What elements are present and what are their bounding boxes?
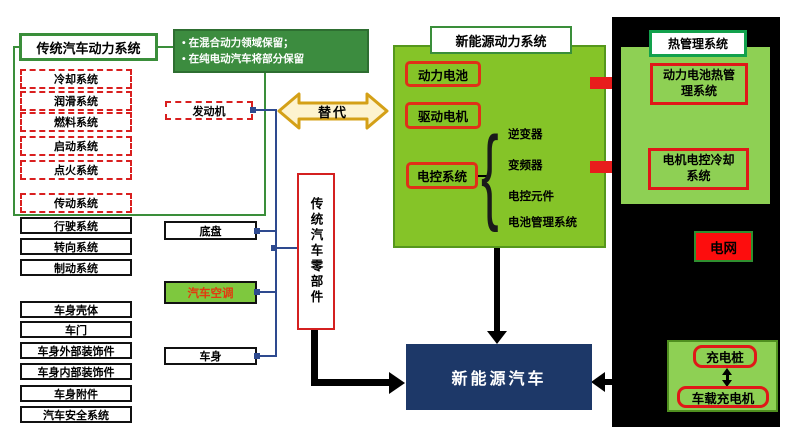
auto-ac-box: 汽车空调 bbox=[164, 281, 257, 304]
car-body-box: 车身 bbox=[164, 347, 257, 365]
connector-node bbox=[254, 289, 260, 295]
chassis-box: 底盘 bbox=[164, 221, 257, 240]
body-door: 车门 bbox=[20, 321, 132, 338]
charging-arrow-bar bbox=[604, 379, 616, 385]
power-battery-box: 动力电池 bbox=[405, 61, 481, 87]
control-brace-link-line bbox=[478, 175, 487, 177]
body-shell: 车身壳体 bbox=[20, 301, 132, 318]
system-transmission: 传动系统 bbox=[20, 193, 132, 213]
replace-label: 替代 bbox=[317, 104, 348, 120]
connector-ac-line bbox=[257, 291, 275, 293]
system-ignition: 点火系统 bbox=[20, 160, 132, 180]
system-cooling: 冷却系统 bbox=[20, 69, 132, 89]
charge-updown-arrow-down-icon bbox=[722, 380, 732, 387]
retention-note-line2: • 在纯电动汽车将部分保留 bbox=[182, 53, 305, 66]
connector-parts-line bbox=[277, 247, 297, 249]
connector-chassis-line bbox=[257, 230, 275, 232]
system-fuel: 燃料系统 bbox=[20, 112, 132, 132]
motor-cooling-system-box: 电机电控冷却系统 bbox=[648, 148, 749, 190]
engine-box: 发动机 bbox=[165, 101, 253, 120]
connector-node bbox=[250, 107, 256, 113]
traditional-parts-vertical-box: 传统汽车零部件 bbox=[297, 173, 335, 330]
connector-engine-line bbox=[253, 109, 275, 111]
charging-group-panel bbox=[667, 340, 778, 412]
retention-note-line1: • 在混合动力领域保留； bbox=[182, 37, 294, 49]
converter-label: 变频器 bbox=[508, 160, 543, 172]
charging-arrow-icon bbox=[591, 372, 605, 392]
nev-vehicle-box: 新能源汽车 bbox=[406, 344, 592, 410]
connector-trunk-line bbox=[275, 109, 277, 357]
panel-to-vehicle-arrow-bar bbox=[494, 248, 500, 333]
charge-updown-arrow-bar bbox=[726, 374, 729, 381]
nev-powertrain-panel bbox=[393, 45, 606, 248]
electronic-control-box: 电控系统 bbox=[406, 162, 478, 189]
system-lubrication: 润滑系统 bbox=[20, 91, 132, 111]
retention-note: • 在混合动力领域保留； • 在纯电动汽车将部分保留 bbox=[173, 29, 369, 73]
connector-node bbox=[254, 353, 260, 359]
panel-to-vehicle-arrow-icon bbox=[487, 331, 507, 344]
system-starting: 启动系统 bbox=[20, 136, 132, 156]
connector-body-line bbox=[257, 355, 275, 357]
bms-label: 电池管理系统 bbox=[508, 217, 577, 229]
system-braking: 制动系统 bbox=[20, 259, 132, 276]
charge-updown-arrow-up-icon bbox=[722, 368, 732, 375]
nev-powertrain-title: 新能源动力系统 bbox=[430, 26, 572, 54]
connector-node bbox=[271, 245, 277, 251]
thermal-management-title: 热管理系统 bbox=[649, 30, 747, 57]
connector-node bbox=[254, 228, 260, 234]
replace-double-arrow-icon bbox=[277, 92, 389, 130]
inverter-label: 逆变器 bbox=[508, 129, 543, 141]
parts-arrow-vertical-bar bbox=[311, 330, 318, 383]
system-running: 行驶系统 bbox=[20, 217, 132, 234]
body-accessories: 车身附件 bbox=[20, 385, 132, 402]
system-steering: 转向系统 bbox=[20, 238, 132, 255]
body-safety: 汽车安全系统 bbox=[20, 406, 132, 423]
brace-icon: { bbox=[481, 115, 499, 233]
power-grid-box: 电网 bbox=[694, 231, 753, 262]
body-int-trim: 车身内部装饰件 bbox=[20, 363, 132, 380]
drive-motor-box: 驱动电机 bbox=[405, 102, 481, 129]
body-ext-trim: 车身外部装饰件 bbox=[20, 342, 132, 359]
traditional-powertrain-title: 传统汽车动力系统 bbox=[19, 33, 158, 61]
parts-arrow-icon bbox=[389, 372, 405, 394]
charging-pile-box: 充电桩 bbox=[693, 345, 757, 368]
parts-arrow-horizontal-bar bbox=[311, 379, 390, 386]
battery-thermal-system-box: 动力电池热管理系统 bbox=[650, 63, 748, 105]
ec-parts-label: 电控元件 bbox=[508, 191, 554, 203]
onboard-charger-box: 车载充电机 bbox=[677, 386, 769, 408]
